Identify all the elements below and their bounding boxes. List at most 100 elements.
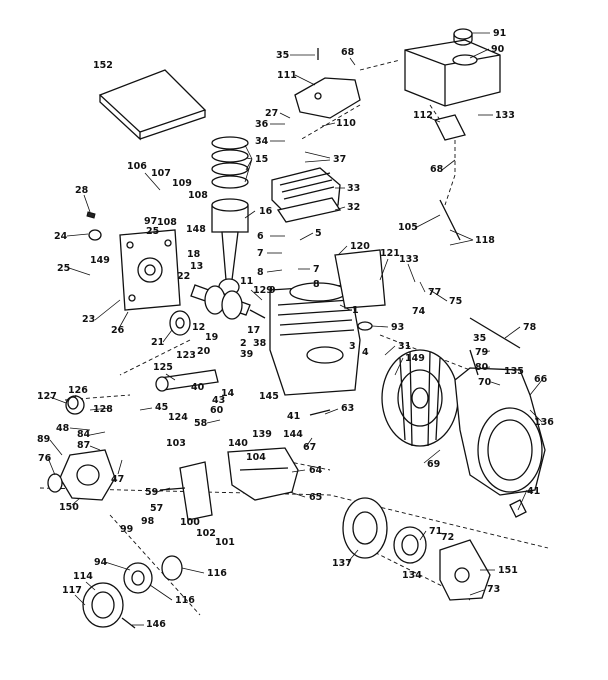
callout-65: 65 [309,492,322,503]
blower-housing [454,367,546,496]
air-cleaner [82,555,183,629]
callout-146: 146 [146,619,166,630]
callout-91: 91 [493,28,506,39]
small-hardware [67,199,527,518]
callout-98: 98 [141,516,155,527]
callout-107: 107 [151,168,171,179]
callout-102: 102 [196,528,216,539]
callout-8b: 8 [313,279,320,290]
callout-149: 149 [90,255,110,266]
callout-127: 127 [37,391,57,402]
callout-39: 39 [240,349,253,360]
callout-8: 8 [257,267,264,278]
callout-93: 93 [391,322,404,333]
callout-35: 35 [276,50,289,61]
callout-41b: 41 [527,486,540,497]
fuel-tank [404,28,501,107]
callout-148: 148 [186,224,206,235]
callout-73: 73 [487,584,500,595]
callout-112: 112 [413,110,433,121]
callout-47: 47 [111,474,124,485]
callout-69: 69 [427,459,440,470]
callout-136: 136 [534,417,554,428]
callout-90: 90 [491,44,505,55]
callout-152: 152 [93,60,113,71]
cylinder-head [271,167,342,223]
callout-121: 121 [380,248,400,259]
callout-57: 57 [150,503,163,514]
callout-114: 114 [73,571,93,582]
starter-cup [342,497,491,601]
callout-118: 118 [475,235,495,246]
callout-9: 9 [269,285,276,296]
callout-20: 20 [197,346,211,357]
callout-129: 129 [253,285,273,296]
callout-104: 104 [246,452,266,463]
callout-27: 27 [265,108,278,119]
callout-135: 135 [504,366,524,377]
callout-124: 124 [168,412,188,423]
callout-110: 110 [336,118,356,129]
callout-101: 101 [215,537,235,548]
piston-and-rod [211,198,249,296]
callout-133b: 133 [399,254,419,265]
callout-151: 151 [498,565,518,576]
callout-7: 7 [257,248,264,259]
callout-11: 11 [240,276,253,287]
flywheel [381,349,459,447]
callout-116: 116 [207,568,227,579]
callout-79: 79 [475,347,488,358]
callout-66: 66 [534,374,548,385]
tank-bracket [294,48,466,141]
manual-booklet [98,69,207,141]
callout-24: 24 [54,231,68,242]
callout-128: 128 [93,404,113,415]
leader-lines [47,32,543,626]
callout-99: 99 [120,524,133,535]
callout-2: 2 [240,338,247,349]
callout-133: 133 [495,110,515,121]
callout-80: 80 [475,362,489,373]
callout-3: 3 [349,341,356,352]
callout-134: 134 [402,570,422,581]
callout-144: 144 [283,429,303,440]
callout-108: 108 [188,190,208,201]
callout-58: 58 [194,418,208,429]
exhaust-shield [227,447,299,501]
callout-94: 94 [94,557,108,568]
callout-150: 150 [59,502,79,513]
callout-120: 120 [350,241,370,252]
callout-19: 19 [205,332,218,343]
callout-12: 12 [192,322,205,333]
callout-37: 37 [333,154,346,165]
callout-68: 68 [341,47,355,58]
callout-33: 33 [347,183,360,194]
linkage-rod [469,317,521,349]
callout-76: 76 [38,453,52,464]
callout-38: 38 [253,338,267,349]
callout-103: 103 [166,438,186,449]
callout-140: 140 [228,438,248,449]
callout-63: 63 [341,403,354,414]
callout-22: 22 [177,271,190,282]
callout-74: 74 [412,306,426,317]
callout-67: 67 [303,442,316,453]
callout-105: 105 [398,222,418,233]
callout-109: 109 [172,178,192,189]
callout-43: 43 [212,395,225,406]
callout-145: 145 [259,391,279,402]
callout-17: 17 [247,325,260,336]
callout-123: 123 [176,350,196,361]
callout-13: 13 [190,261,203,272]
callout-6: 6 [257,231,264,242]
callout-1: 1 [352,305,359,316]
callout-68b: 68 [430,164,444,175]
callout-21: 21 [151,337,164,348]
callout-72: 72 [441,532,454,543]
callout-108b: 108 [157,217,177,228]
callout-106: 106 [127,161,147,172]
callout-70: 70 [478,377,492,388]
callout-117: 117 [62,585,82,596]
crankshaft [190,284,266,320]
